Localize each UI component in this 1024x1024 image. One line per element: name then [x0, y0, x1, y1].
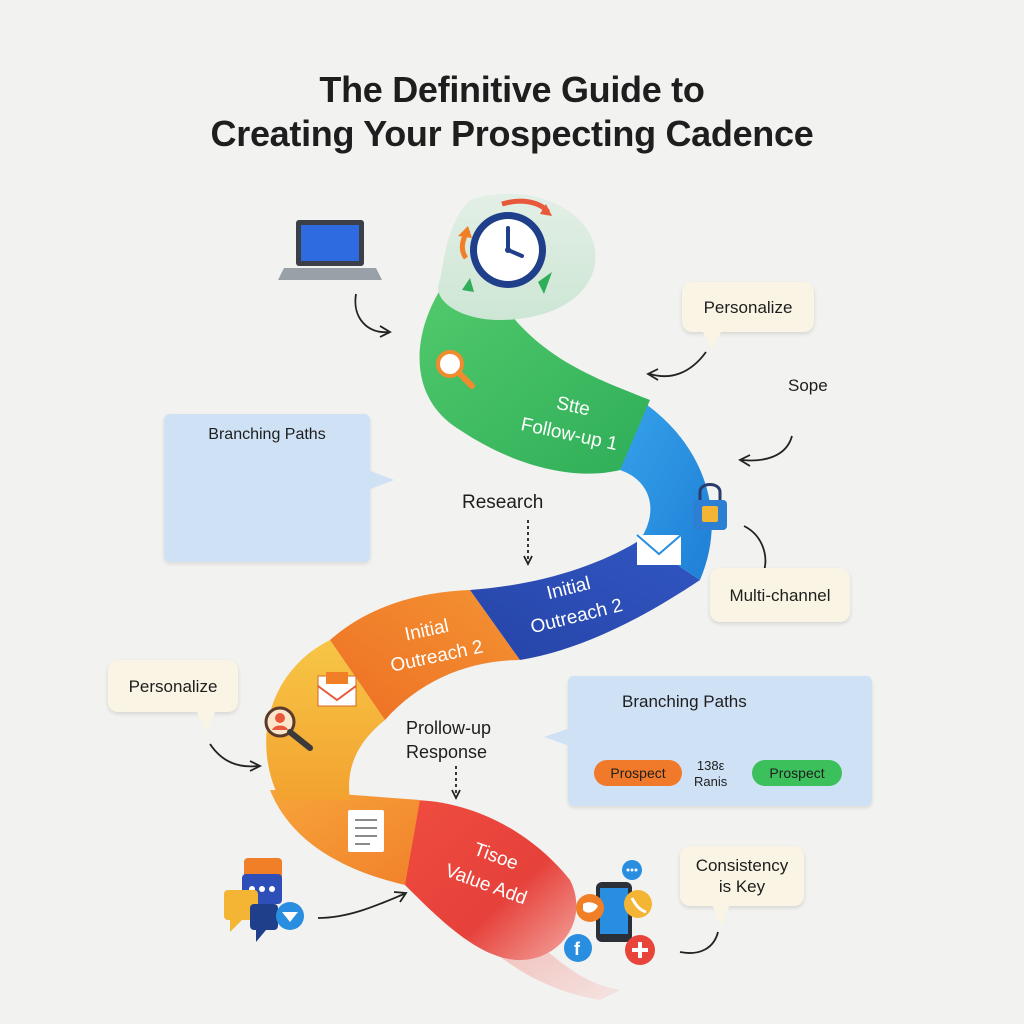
consistency-tail [712, 904, 730, 926]
multichannel-text: Multi-channel [729, 585, 831, 605]
consistency-line2: is Key [718, 877, 766, 896]
search-icon [436, 350, 475, 389]
prollow-line1: Prollow-up [406, 718, 492, 738]
branching-middle-text: 138ε Ranis [694, 758, 727, 790]
personalize-left-tail [196, 710, 216, 732]
social-media-icon: f [564, 860, 655, 965]
road-segment-follow-up [419, 290, 650, 474]
prospect-pill-left: Prospect [594, 760, 682, 786]
branching-right-title: Branching Paths [622, 692, 747, 711]
road-segment-navy-outreach [470, 540, 700, 660]
document-icon [348, 810, 384, 852]
laptop-icon [278, 220, 382, 280]
branching-panel-right: Branching Paths Prospect 138ε Ranis Pros… [568, 676, 872, 806]
open-mail-icon [317, 672, 357, 707]
branching-panel-left: Branching Paths [164, 414, 370, 562]
sope-label: Sope [788, 376, 828, 395]
personalize-left-text: Personalize [128, 676, 218, 696]
svg-text:f: f [574, 939, 581, 959]
connector-arrows [209, 293, 793, 954]
road-segment-blue [620, 400, 712, 580]
road-segment-orange-outreach [330, 590, 520, 720]
user-search-icon [264, 706, 313, 751]
road-segment-orange-bottom [270, 790, 420, 885]
page-title: The Definitive Guide to Creating Your Pr… [0, 68, 1024, 156]
personalize-top-tail [702, 330, 722, 350]
title-line-1: The Definitive Guide to [319, 69, 705, 110]
middle-line2: Ranis [694, 774, 728, 789]
personalize-bubble-left: Personalize [108, 660, 238, 712]
consistency-line1: Consistency [695, 856, 789, 875]
chat-bubbles-icon [224, 858, 304, 942]
multichannel-bubble: Multi-channel [710, 568, 850, 622]
prollow-line2: Response [406, 742, 488, 762]
personalize-bubble-top: Personalize [682, 282, 814, 332]
mail-icon [636, 534, 682, 565]
personalize-top-text: Personalize [703, 297, 793, 317]
branching-left-tail [368, 470, 394, 490]
branching-left-title: Branching Paths [208, 426, 326, 443]
research-label: Research [462, 492, 544, 513]
lock-icon [693, 483, 727, 530]
consistency-bubble: Consistency is Key [680, 846, 804, 906]
clock-icon [458, 198, 552, 294]
branching-right-tail [544, 728, 570, 746]
middle-line1: 138ε [696, 758, 725, 773]
prospect-pill-right: Prospect [752, 760, 842, 786]
prollow-label: Prollow-up Response [406, 716, 491, 764]
title-line-2: Creating Your Prospecting Cadence [210, 113, 814, 154]
road-segment-value-add [405, 800, 577, 960]
